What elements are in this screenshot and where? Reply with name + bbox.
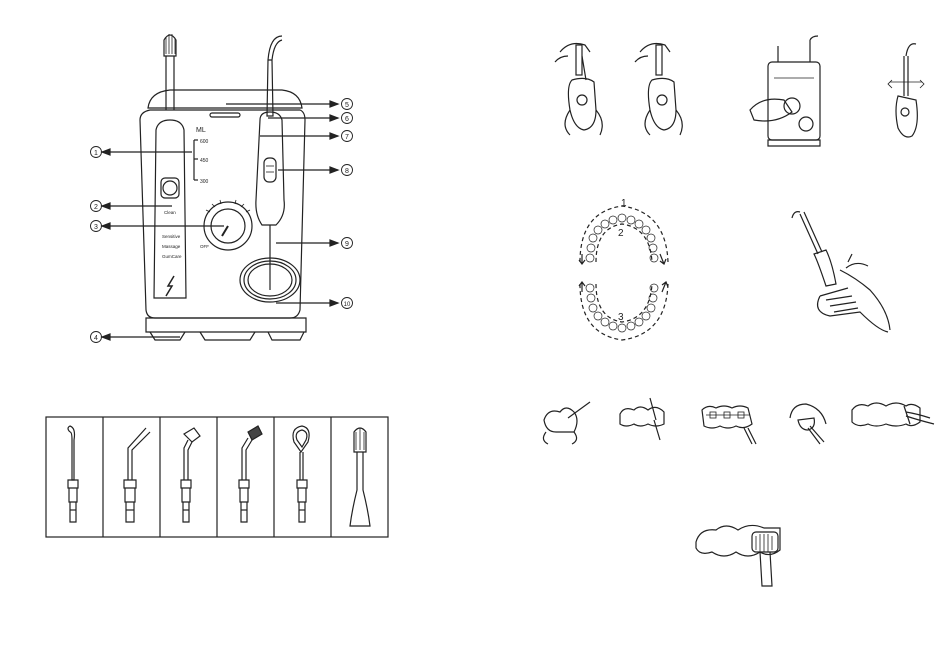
upper-arch-inner [596,224,652,262]
reservoir-lid [148,90,302,108]
install-tip-illustration-2 [635,44,682,135]
knob-off-label: OFF [200,244,209,249]
callouts: 1 2 3 4 5 6 7 8 9 10 [91,99,353,343]
ml-scale [194,140,198,180]
brushing-illustration [696,525,780,586]
install-tip-illustration-1 [555,44,602,135]
path-step-1: 1 [621,198,627,209]
technique-braces [702,406,756,444]
toothbrush-handle [154,120,186,298]
callout-3-label: 3 [94,224,98,231]
toothbrush-head-refill [350,428,370,526]
callout-9-label: 9 [345,241,349,248]
mode-sensitive: Sensitive [162,234,181,239]
brush-tip [181,428,200,522]
lightning-icon [166,276,174,296]
cleaning-path-diagram: 1 2 3 [579,198,668,340]
callout-4-label: 4 [94,335,98,342]
ml-450: 450 [200,158,209,164]
callout-8-label: 8 [345,168,349,175]
periodontal-tip [124,428,150,522]
device-feet [150,332,304,340]
lower-arch-inner [596,284,652,322]
device-base [146,318,306,332]
callout-5-label: 5 [345,102,349,109]
orthodontic-tip [239,426,262,522]
ml-300: 300 [200,179,209,185]
fill-reservoir-illustration [750,36,820,146]
hand-holding-flosser-illustration [792,212,890,332]
mode-massage: Massage [162,244,181,249]
mode-gumcare: GumCare [162,254,182,259]
callout-7-label: 7 [345,134,349,141]
down-arrow-right [660,254,666,264]
water-flosser-device: ML 600 450 300 Clean Sensitive Massage G… [140,34,306,340]
callout-2-label: 2 [94,204,98,211]
technique-gumline [543,402,590,444]
technique-tongue [790,404,826,444]
release-tip-illustration [888,44,924,137]
up-arrow-right [662,282,668,292]
lid-slot [210,113,240,117]
power-icon[interactable] [163,181,177,195]
nozzle-table [46,417,388,537]
toothbrush-neck [166,56,174,110]
callout-1-label: 1 [94,150,98,157]
technique-implants [852,403,934,426]
path-step-3: 3 [618,312,624,323]
flosser-handle [256,36,284,225]
callout-6-label: 6 [345,116,349,123]
flosser-handle-body [256,112,284,225]
callout-10-label: 10 [344,302,351,308]
ml-unit-label: ML [196,127,206,134]
path-step-2: 2 [618,228,624,239]
mode-clean: Clean [164,210,176,215]
classic-jet-tip [68,426,78,522]
lower-teeth [586,284,658,332]
flosser-switch[interactable] [264,158,276,182]
mode-knob[interactable] [204,200,252,250]
technique-between-teeth [620,398,664,440]
tongue-cleaner-tip [293,426,309,522]
ml-600: 600 [200,139,209,145]
